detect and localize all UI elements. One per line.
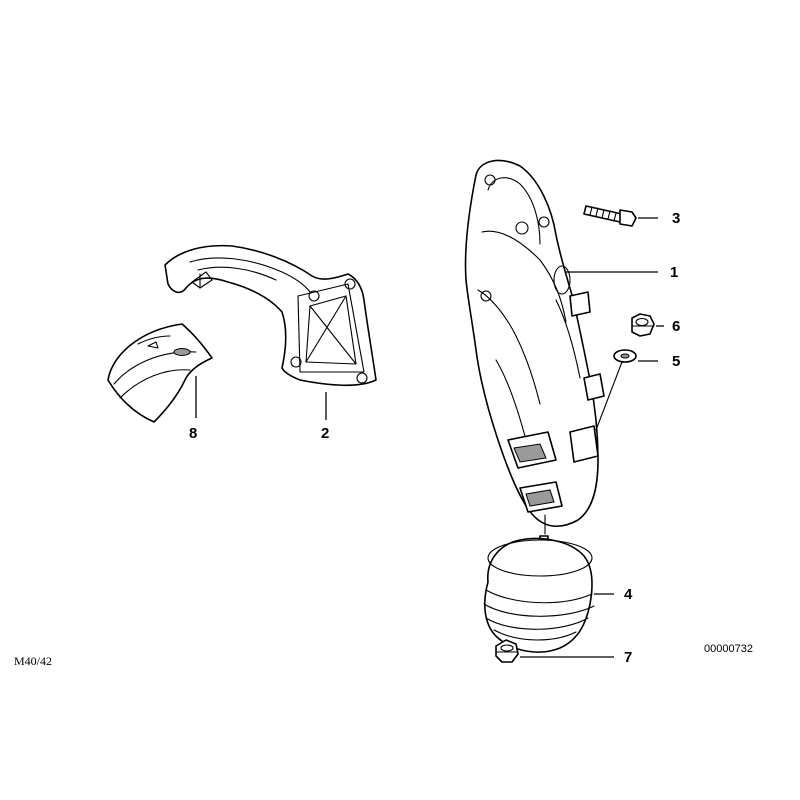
heat-shield-part-8 — [107, 323, 213, 423]
nut-part-6 — [631, 313, 655, 337]
part-number-6: 6 — [672, 318, 680, 335]
part-number-4: 4 — [624, 586, 633, 603]
model-code: M40/42 — [14, 654, 52, 668]
part-number-5: 5 — [672, 353, 680, 370]
assembly-line-washer — [595, 361, 623, 431]
leader-lines — [195, 217, 664, 658]
washer-part-5 — [613, 349, 637, 363]
bolt-part-3 — [583, 205, 637, 227]
rubber-mount-part-4 — [483, 535, 595, 653]
part-number-7: 7 — [624, 649, 632, 666]
drawing-number: 00000732 — [704, 643, 753, 655]
nut-part-7 — [495, 639, 519, 663]
engine-mount-arm-part-1 — [464, 159, 605, 527]
part-number-8: 8 — [189, 425, 197, 442]
part-number-2: 2 — [321, 425, 329, 442]
part-number-1: 1 — [670, 264, 678, 281]
part-number-3: 3 — [672, 210, 680, 227]
engine-bracket-part-2 — [164, 244, 377, 387]
part-number-labels: 1 2 3 4 5 6 7 8 — [189, 210, 680, 666]
